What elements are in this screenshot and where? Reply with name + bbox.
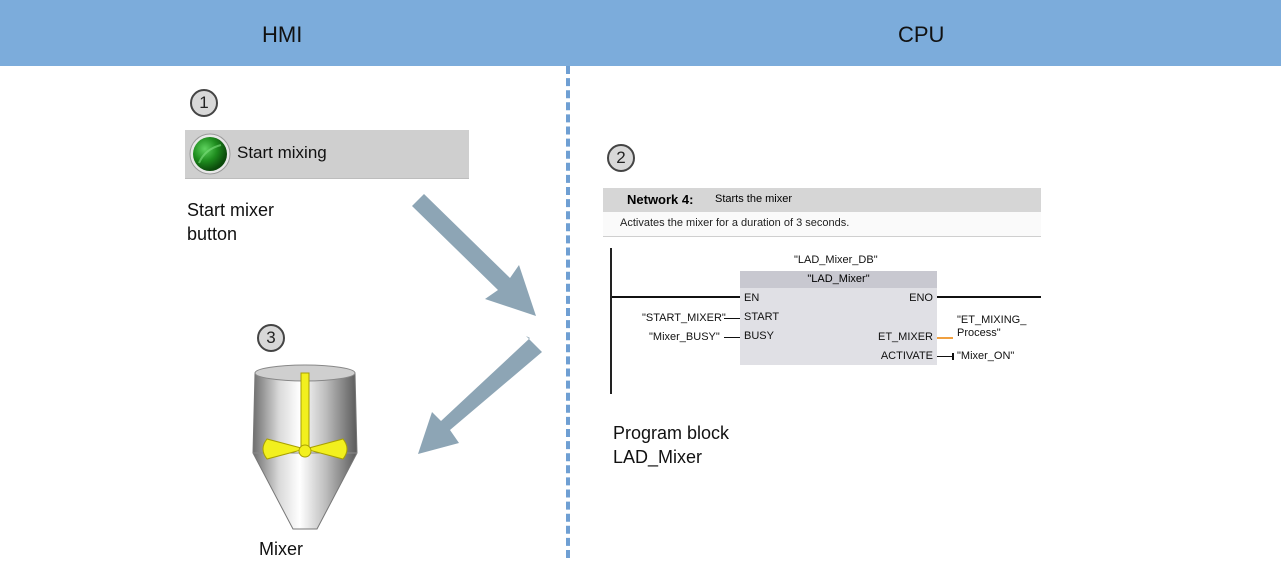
pin-eno: ENO [909, 292, 933, 304]
activate-wire-end [952, 353, 954, 360]
step-3-badge: 3 [257, 324, 285, 352]
operand-mixer-busy: "Mixer_BUSY" [649, 331, 720, 343]
eno-wire [937, 296, 1041, 298]
start-mixing-button[interactable]: Start mixing [185, 130, 469, 179]
pin-busy: BUSY [744, 330, 774, 342]
en-wire [612, 296, 740, 298]
mixer-caption: Mixer [259, 539, 303, 559]
caption-line-2: button [187, 224, 238, 244]
program-block-line-1: Program block [613, 423, 730, 443]
lad-mixer-block[interactable]: "LAD_Mixer" EN ENO START BUSY ET_MIXER A… [740, 271, 937, 365]
step-2-badge: 2 [607, 144, 635, 172]
busy-wire [724, 337, 740, 338]
green-lamp-icon [189, 133, 231, 175]
pin-et-mixer: ET_MIXER [877, 331, 933, 343]
program-block-caption: Program block LAD_Mixer [613, 421, 729, 469]
pin-start: START [744, 311, 780, 323]
header-bar: HMI CPU [0, 0, 1281, 66]
step-1-badge: 1 [190, 89, 218, 117]
power-rail [610, 248, 612, 394]
operand-et-line2: Process" [957, 327, 1001, 339]
network-comment: Activates the mixer for a duration of 3 … [603, 212, 1041, 237]
start-mixer-button-caption: Start mixer button [187, 198, 274, 246]
start-wire [724, 318, 740, 319]
caption-line-1: Start mixer [187, 200, 275, 220]
section-divider [566, 66, 570, 558]
operand-start-mixer: "START_MIXER" [642, 312, 726, 324]
start-mixing-label: Start mixing [237, 143, 327, 162]
network-comment-text: Activates the mixer for a duration of 3 … [620, 217, 850, 229]
et-mixer-wire [937, 337, 953, 339]
operand-et-line1: "ET_MIXING_ [957, 314, 1027, 326]
activate-wire [937, 356, 953, 357]
arrow-down-left-icon [418, 336, 542, 454]
block-name: "LAD_Mixer" [740, 271, 937, 288]
instance-db-label: "LAD_Mixer_DB" [794, 254, 878, 266]
pin-en: EN [744, 292, 760, 304]
network-title: Network 4: [627, 192, 694, 207]
pin-activate: ACTIVATE [880, 350, 933, 362]
hmi-section-title: HMI [262, 22, 303, 47]
cpu-section-title: CPU [898, 22, 945, 47]
mixer-tank-icon [247, 363, 363, 531]
network-header: Network 4: Starts the mixer [603, 188, 1041, 212]
program-block-line-2: LAD_Mixer [613, 447, 703, 467]
network-title-comment: Starts the mixer [715, 193, 793, 205]
operand-mixer-on: "Mixer_ON" [957, 350, 1015, 362]
arrow-down-right-icon [408, 194, 536, 316]
